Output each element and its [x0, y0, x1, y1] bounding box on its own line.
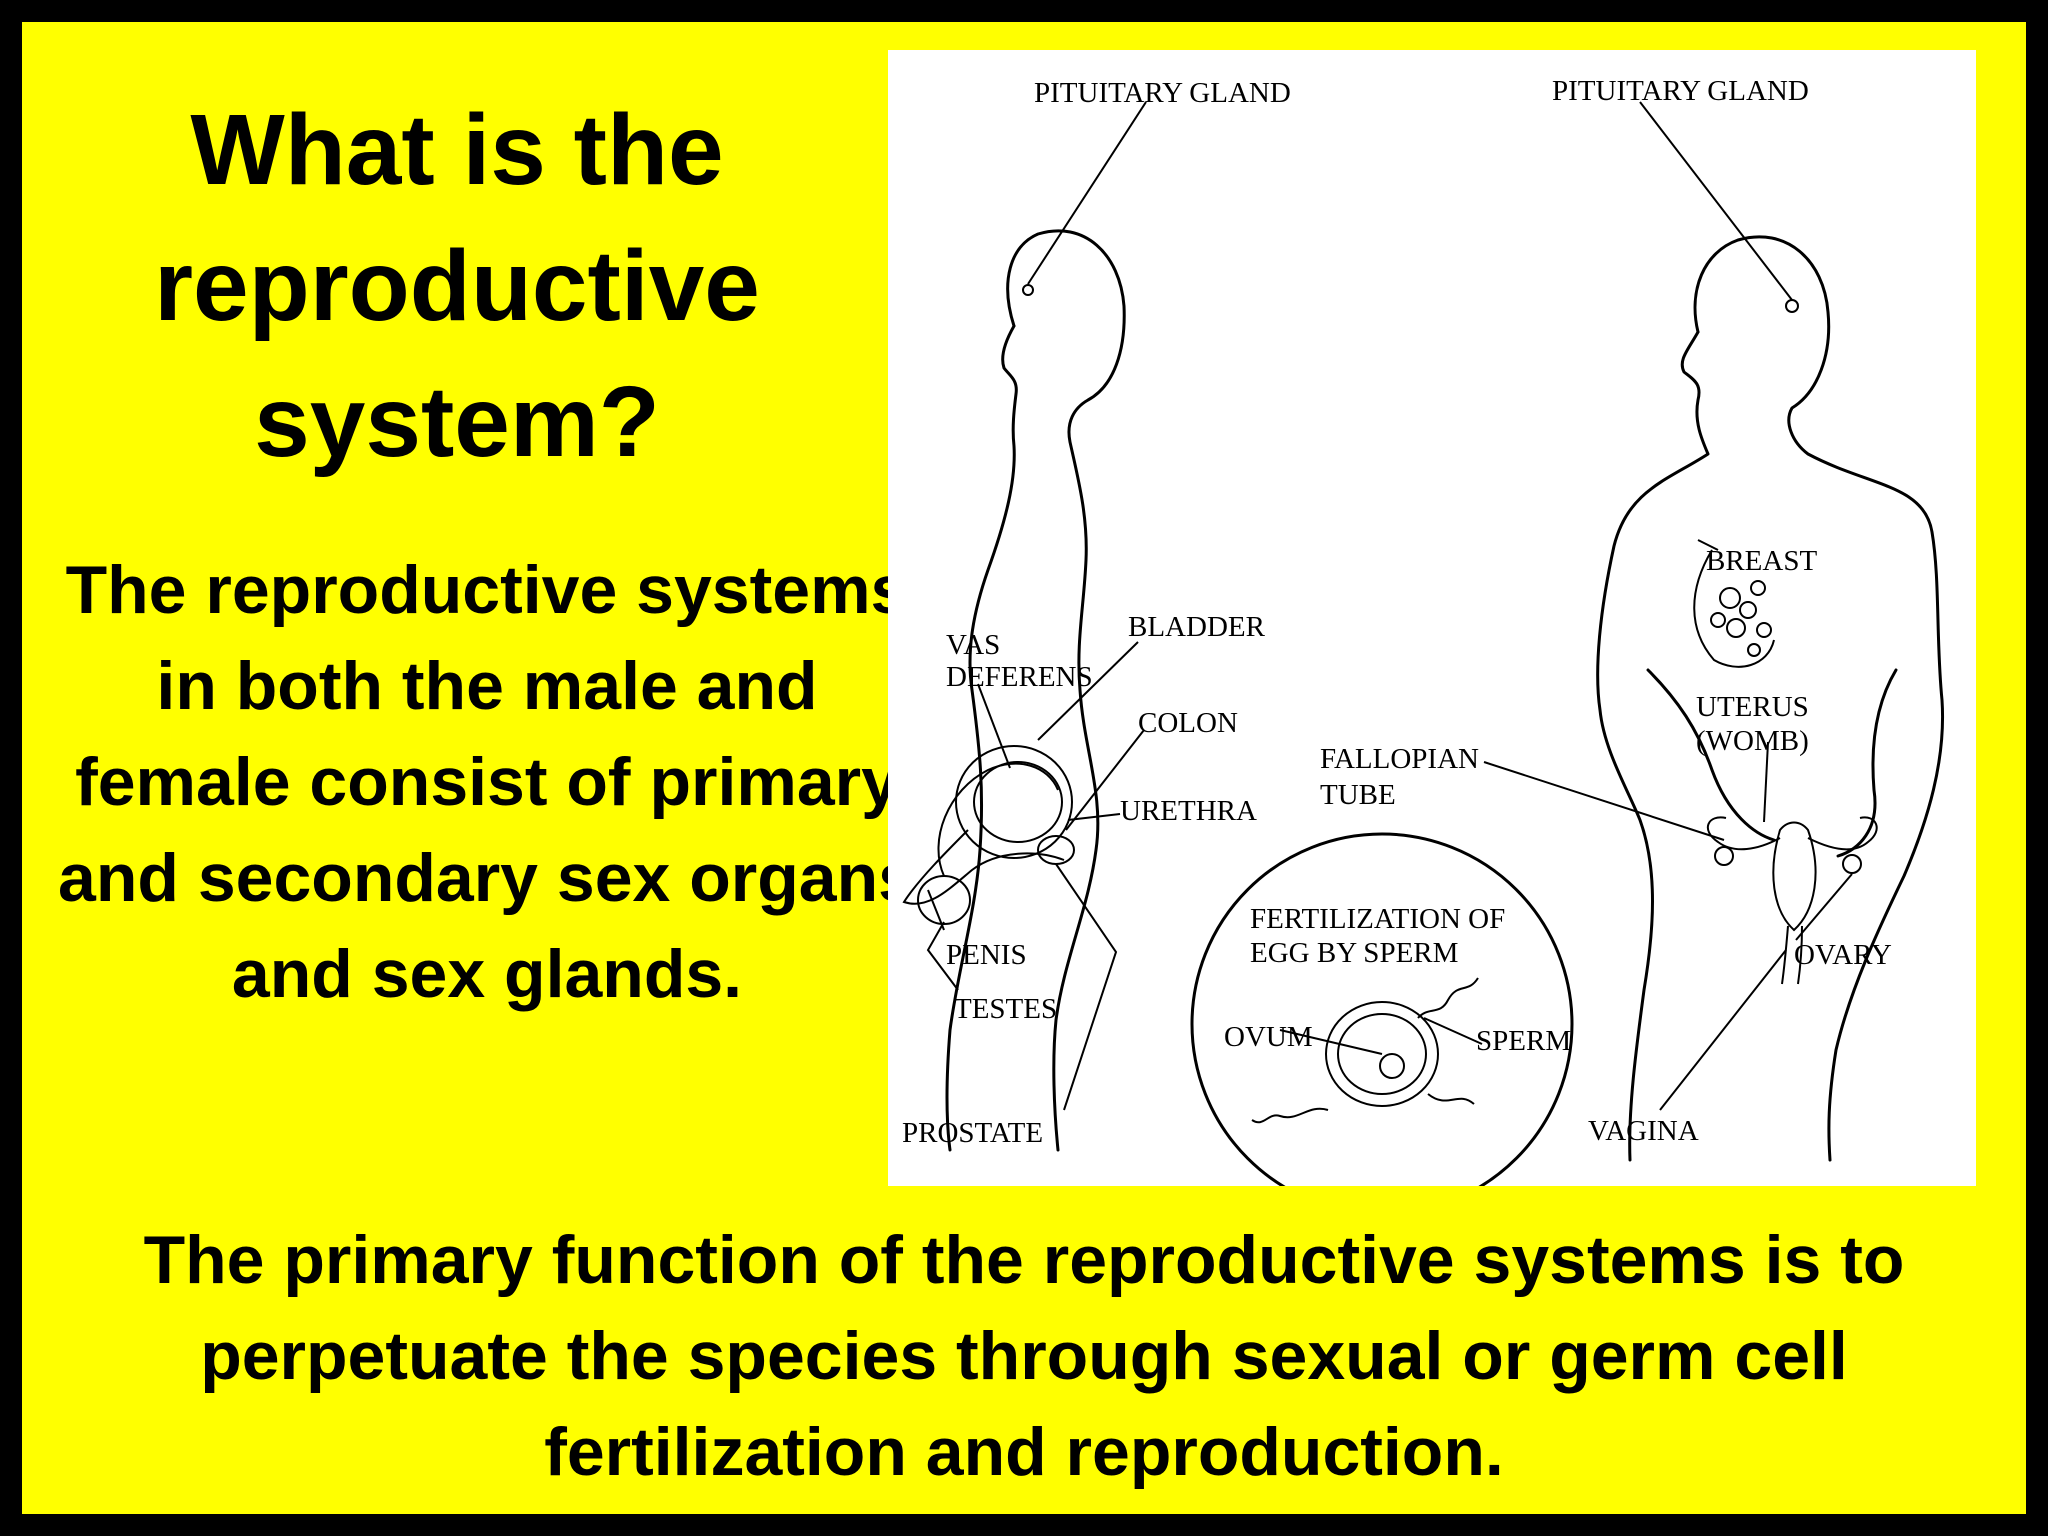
label-sperm: SPERM [1476, 1025, 1571, 1057]
uterus [1772, 821, 1817, 932]
label-penis: PENIS [946, 939, 1027, 971]
sperm-tail-bottom-left [1251, 1107, 1329, 1124]
male-bladder [955, 745, 1073, 859]
sperm-leader [1423, 1017, 1483, 1045]
fallopian-tube-right [1807, 816, 1878, 851]
male-outline-front [1006, 229, 1126, 1152]
female-left-arm [1646, 668, 1776, 842]
male-urethra-path [902, 829, 1065, 905]
label-uterus-1: UTERUS [1696, 691, 1809, 723]
male-vas-deferens [937, 762, 1059, 877]
label-female-pituitary: PITUITARY GLAND [1552, 75, 1809, 107]
label-fertilization-2: EGG BY SPERM [1250, 937, 1458, 969]
sperm-tail-bottom-right [1427, 1093, 1475, 1105]
ovum-nucleus [1379, 1053, 1405, 1079]
male-outline-back [945, 324, 1018, 1152]
male-figure [902, 101, 1147, 1152]
label-vas-deferens-1: VAS [946, 629, 1000, 661]
reproductive-system-diagram: PITUITARY GLAND PITUITARY GLAND VAS DEFE… [888, 50, 1976, 1186]
label-testes: TESTES [954, 993, 1057, 1025]
label-breast: BREAST [1706, 545, 1817, 577]
penis-leader [927, 889, 945, 931]
female-figure [1483, 101, 1945, 1162]
slide-title: What is the reproductive system? [154, 94, 760, 478]
colon-leader [1065, 729, 1145, 831]
female-pituitary-dot [1785, 299, 1799, 313]
male-bladder-inner [973, 761, 1063, 843]
slide: What is the reproductive system? The rep… [22, 22, 2026, 1514]
male-pituitary-dot [1022, 284, 1034, 296]
label-ovary: OVARY [1794, 939, 1892, 971]
ovum-leader [1279, 1029, 1383, 1055]
label-uterus-2: (WOMB) [1696, 725, 1809, 757]
female-outline-face [1596, 330, 1710, 1162]
sperm-tail-top [1417, 977, 1479, 1019]
label-fallopian-2: TUBE [1320, 779, 1396, 811]
fallopian-tube-left [1706, 816, 1781, 851]
label-urethra: URETHRA [1120, 795, 1257, 827]
label-fertilization-1: FERTILIZATION OF [1250, 903, 1505, 935]
ovary-right [1842, 854, 1862, 874]
male-testes [917, 875, 971, 925]
ovum-inner [1337, 1013, 1427, 1095]
label-male-pituitary: PITUITARY GLAND [1034, 77, 1291, 109]
label-ovum: OVUM [1224, 1021, 1313, 1053]
female-pituitary-leader [1639, 101, 1793, 301]
fertilization-inset [1190, 832, 1574, 1186]
male-pituitary-leader [1027, 101, 1147, 285]
ovary-leader [1795, 873, 1853, 941]
uterus-leader [1763, 741, 1769, 823]
label-colon: COLON [1138, 707, 1238, 739]
female-right-arm [1836, 668, 1898, 858]
label-fallopian-1: FALLOPIAN [1320, 743, 1479, 775]
label-vagina: VAGINA [1588, 1115, 1699, 1147]
ovum-outer [1325, 1001, 1439, 1107]
testes-leader [926, 921, 959, 991]
prostate-leader [1055, 863, 1118, 1111]
female-outline [1693, 235, 1945, 1162]
fertilization-circle [1190, 832, 1574, 1186]
diagram-svg: PITUITARY GLAND PITUITARY GLAND VAS DEFE… [902, 75, 1945, 1186]
vas-deferens-leader [977, 683, 1011, 769]
vagina-leader [1659, 949, 1787, 1111]
bladder-leader [1037, 641, 1139, 741]
ovary-left [1714, 846, 1734, 866]
label-bladder: BLADDER [1128, 611, 1266, 643]
function-text: The primary function of the reproductive… [143, 1222, 1905, 1490]
urethra-leader [1067, 813, 1121, 821]
fallopian-leader [1483, 761, 1725, 841]
breast-leader [1697, 539, 1719, 551]
breast-glands [1693, 549, 1775, 668]
intro-text: The reproductive systems in both the mal… [58, 552, 916, 1012]
label-vas-deferens-2: DEFERENS [946, 661, 1093, 693]
label-prostate: PROSTATE [902, 1117, 1043, 1149]
